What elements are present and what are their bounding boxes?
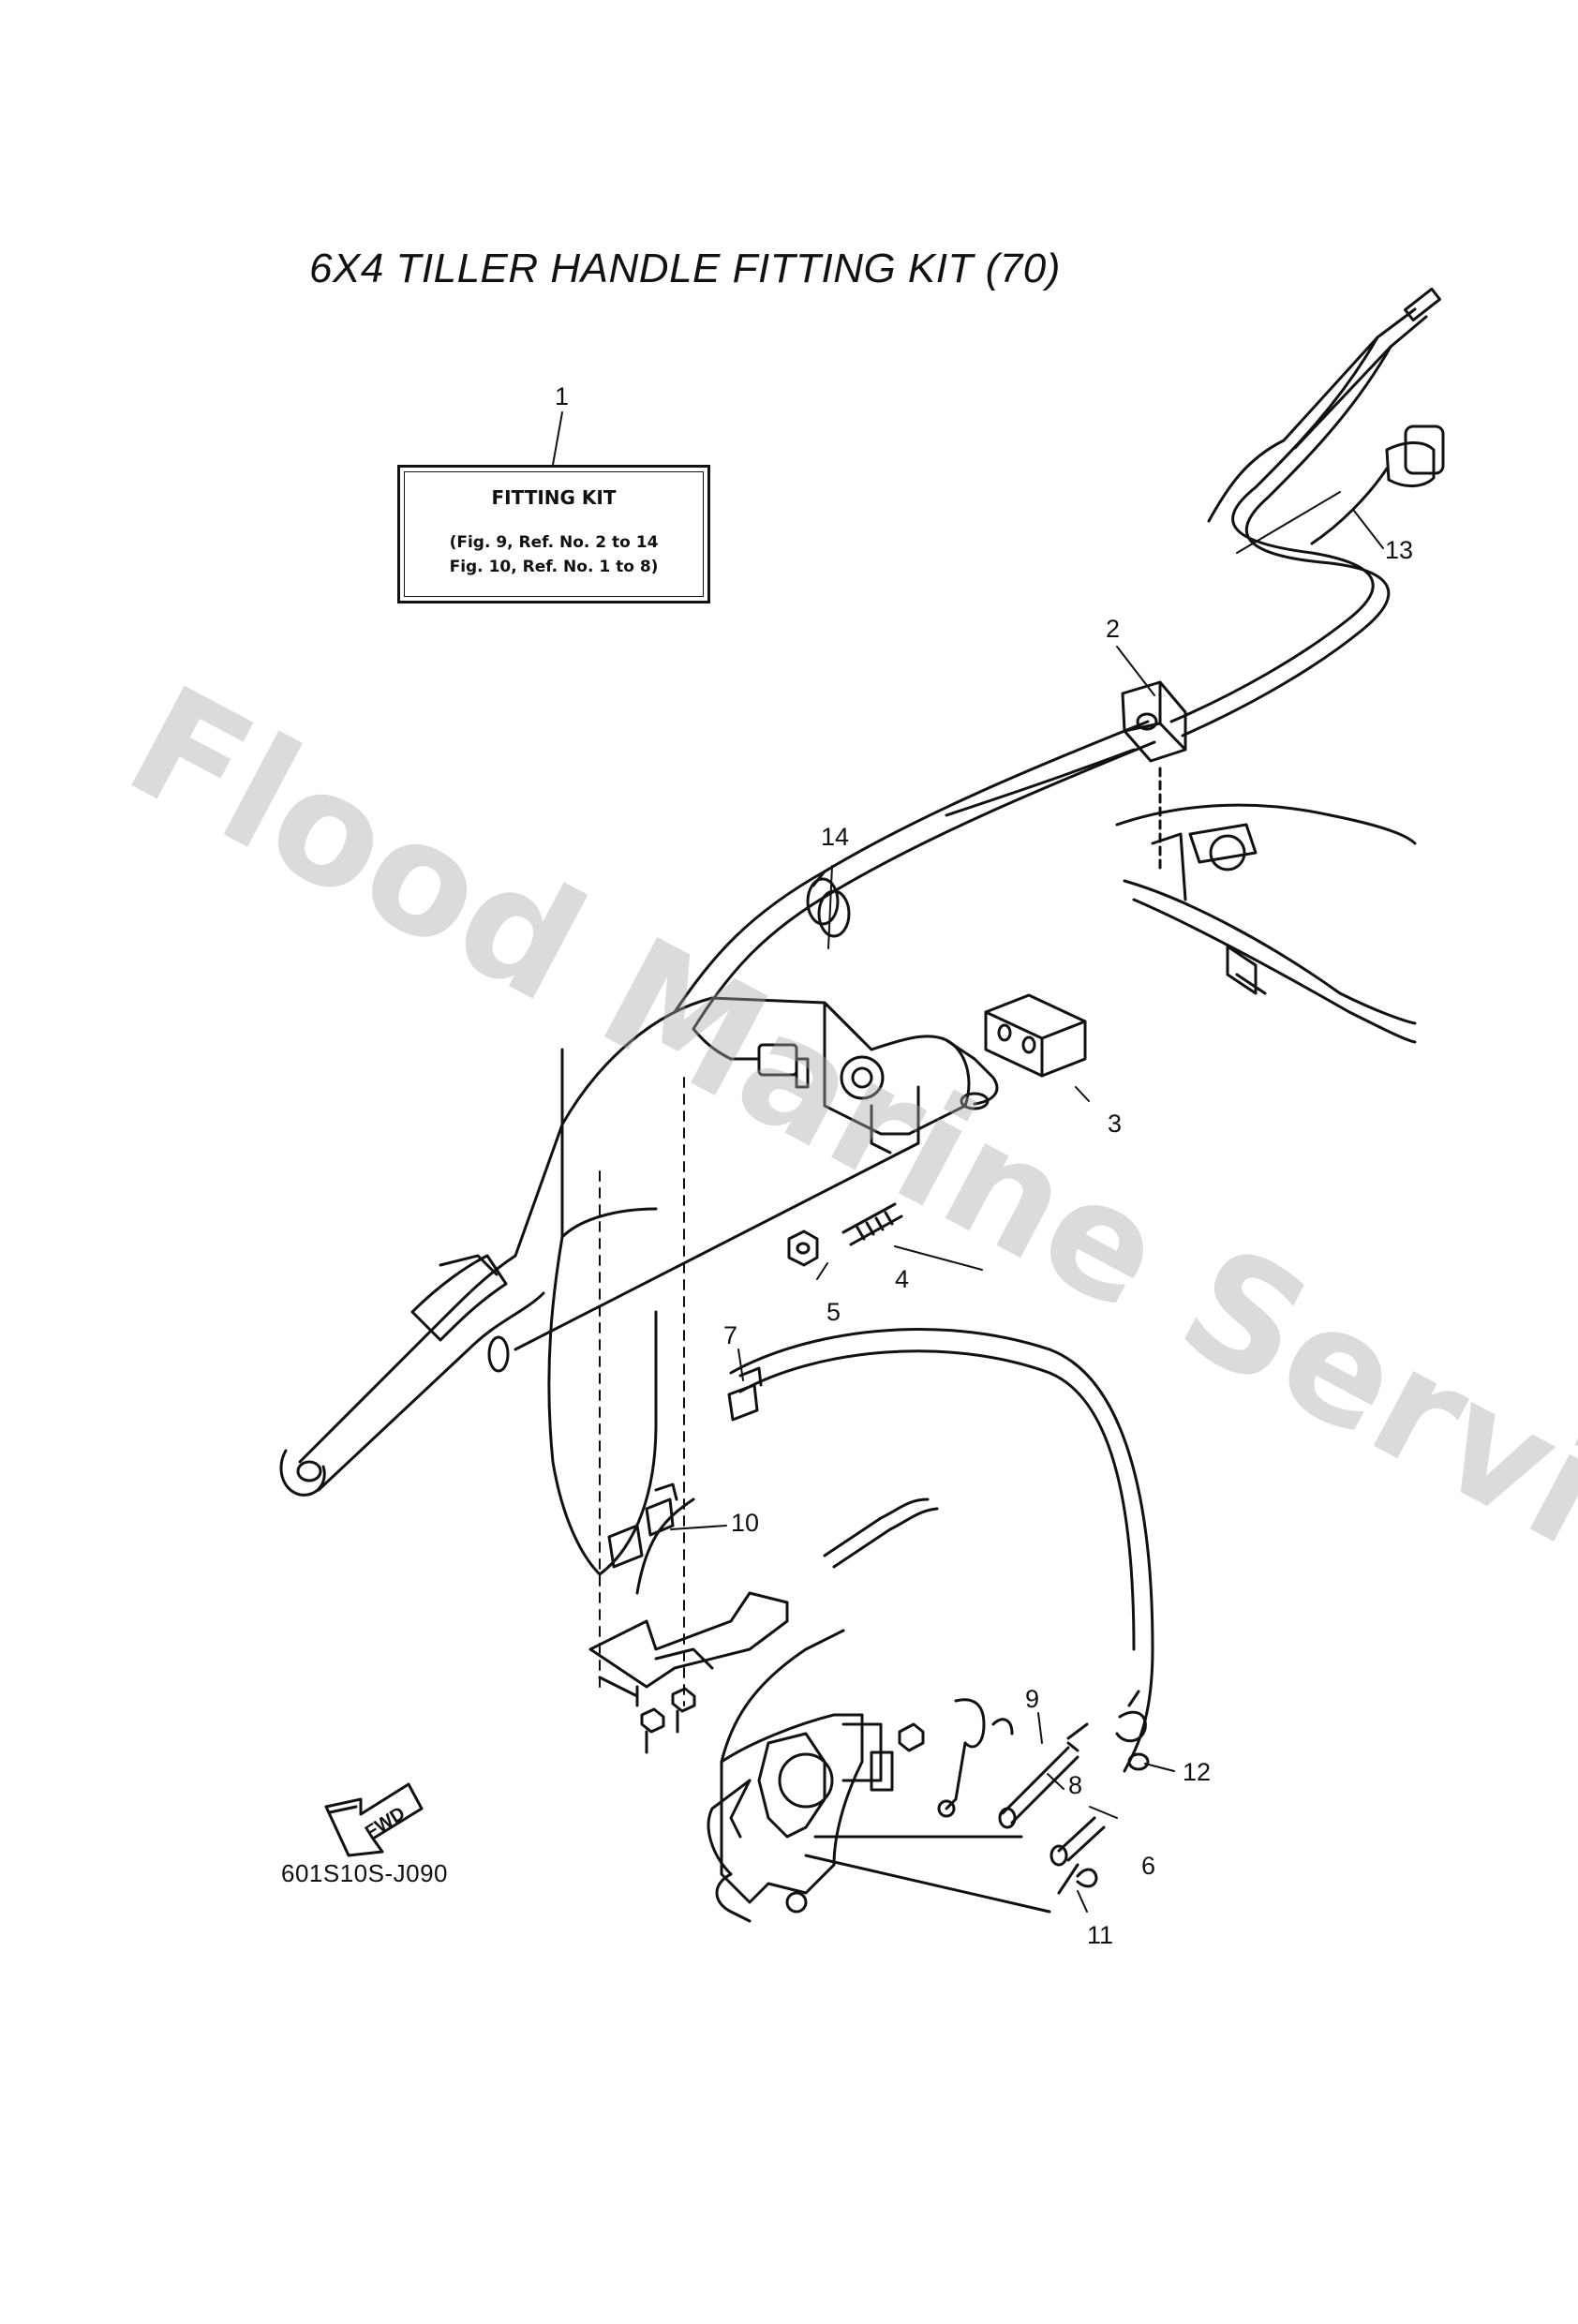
clip-10 bbox=[607, 1482, 678, 1569]
nut-5 bbox=[787, 1229, 819, 1267]
cable-ends bbox=[707, 1497, 939, 1876]
tiller-handle bbox=[279, 996, 920, 1576]
cable-end-6 bbox=[1050, 1816, 1106, 1895]
callout-2: 2 bbox=[1106, 615, 1121, 643]
clip-12 bbox=[1115, 1690, 1150, 1771]
grommet-2 bbox=[1121, 680, 1187, 873]
callout-1: 1 bbox=[555, 382, 570, 410]
control-box bbox=[715, 1713, 1051, 1923]
callout-5: 5 bbox=[826, 1298, 841, 1326]
fitting-kit-ref-line-2: Fig. 10, Ref. No. 1 to 8) bbox=[449, 558, 659, 576]
fitting-kit-label-box: FITTING KIT (Fig. 9, Ref. No. 2 to 14 Fi… bbox=[397, 465, 710, 603]
lever-arm bbox=[937, 1698, 1089, 1829]
callout-10: 10 bbox=[731, 1509, 760, 1537]
page-title: 6X4 TILLER HANDLE FITTING KIT (70) bbox=[309, 246, 1061, 291]
clamp-14 bbox=[806, 870, 851, 938]
callout-8: 8 bbox=[1068, 1771, 1083, 1799]
callout-9: 9 bbox=[1025, 1685, 1040, 1713]
lower-bracket bbox=[588, 1077, 789, 1707]
callout-3: 3 bbox=[1108, 1110, 1123, 1138]
callout-12: 12 bbox=[1183, 1758, 1212, 1786]
clip-7 bbox=[727, 1366, 763, 1422]
cable-loop bbox=[635, 1327, 1154, 1773]
callout-14: 14 bbox=[821, 823, 850, 851]
drawing-code: 601S10S-J090 bbox=[281, 1859, 449, 1887]
connector-13 bbox=[1310, 425, 1445, 545]
fitting-kit-heading: FITTING KIT bbox=[491, 486, 617, 509]
callout-7: 7 bbox=[723, 1321, 738, 1349]
callout-11: 11 bbox=[1087, 1921, 1114, 1949]
fitting-kit-ref-line-1: (Fig. 9, Ref. No. 2 to 14 bbox=[449, 533, 659, 552]
plate-3 bbox=[984, 993, 1087, 1078]
callout-4: 4 bbox=[895, 1265, 910, 1293]
stud-4 bbox=[841, 1202, 903, 1246]
fwd-arrow-icon bbox=[324, 1782, 424, 1857]
leader-lines bbox=[552, 411, 1384, 1913]
main-cable-run bbox=[673, 720, 1156, 1031]
callout-6: 6 bbox=[1141, 1852, 1156, 1880]
tiller-bracket bbox=[795, 1001, 999, 1155]
screws bbox=[640, 1687, 925, 1754]
control-cables bbox=[1169, 287, 1441, 737]
bottom-cowling bbox=[1115, 803, 1417, 1044]
callout-13: 13 bbox=[1385, 536, 1414, 564]
harness-connector bbox=[692, 1027, 798, 1077]
